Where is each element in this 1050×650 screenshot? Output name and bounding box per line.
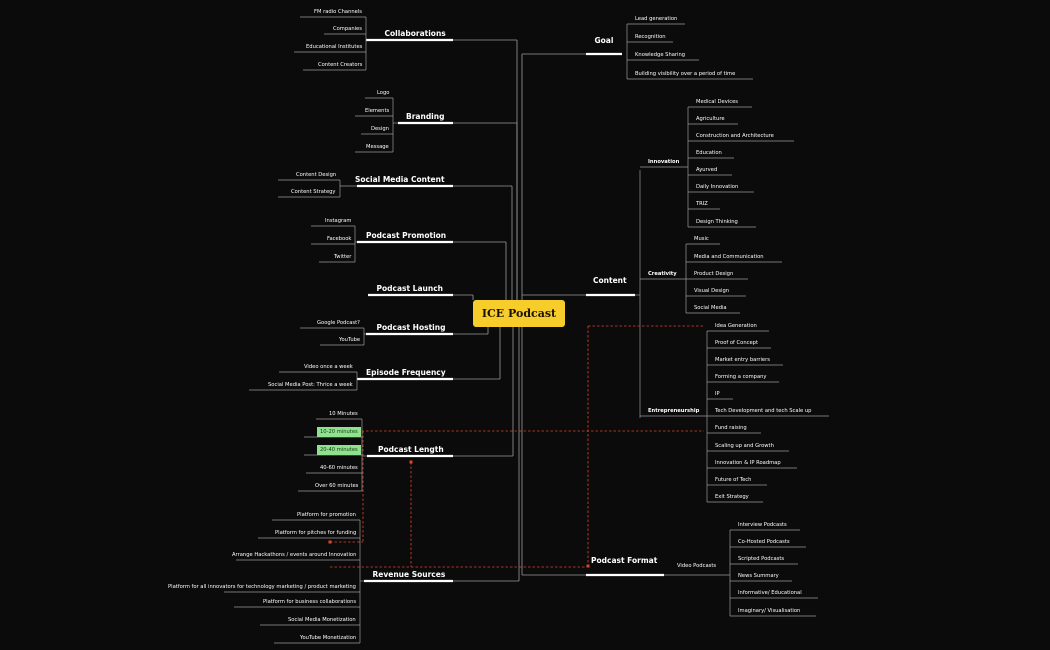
sub-branch-creativity[interactable]: Creativity <box>648 271 677 277</box>
child-content-strategy[interactable]: Content Strategy <box>291 189 336 195</box>
child-10-minutes[interactable]: 10 Minutes <box>329 411 358 417</box>
child-future-of-tech[interactable]: Future of Tech <box>715 477 752 483</box>
child-forming-a-company[interactable]: Forming a company <box>715 374 767 380</box>
child-knowledge-sharing[interactable]: Knowledge Sharing <box>635 52 686 58</box>
child-arrange-hackathons-events-around-innovation[interactable]: Arrange Hackathons / events around Innov… <box>232 552 357 558</box>
child-ip[interactable]: IP <box>715 391 720 397</box>
child-companies[interactable]: Companies <box>333 26 362 32</box>
child-proof-of-concept[interactable]: Proof of Concept <box>715 340 758 346</box>
child-news-summary[interactable]: News Summary <box>738 573 779 579</box>
central-topic-ice-podcast[interactable]: ICE Podcast <box>473 300 565 327</box>
child-20-40-minutes-text: 20-40 minutes <box>317 445 361 455</box>
child-platform-for-promotion[interactable]: Platform for promotion <box>297 512 356 518</box>
branch-podcast-hosting[interactable]: Podcast Hosting <box>376 323 446 332</box>
sub-branch-innovation[interactable]: Innovation <box>648 159 680 165</box>
child-educational-institutes[interactable]: Educational Institutes <box>306 44 363 50</box>
sub-branch-entrepreneurship[interactable]: Entrepreneurship <box>648 408 700 414</box>
cross-link-anchor <box>586 564 590 568</box>
branch-episode-frequency[interactable]: Episode Frequency <box>366 368 446 377</box>
child-instagram[interactable]: Instagram <box>325 218 352 224</box>
child-google-podcast[interactable]: Google Podcast? <box>317 320 360 326</box>
child-fund-raising[interactable]: Fund raising <box>715 425 747 431</box>
branch-podcast-launch[interactable]: Podcast Launch <box>376 284 444 293</box>
child-agriculture[interactable]: Agriculture <box>696 116 725 122</box>
child-music[interactable]: Music <box>694 236 709 242</box>
child-co-hosted-podcasts[interactable]: Co-Hosted Podcasts <box>738 539 790 545</box>
child-20-40-minutes[interactable]: 20-40 minutes <box>317 445 361 455</box>
child-tech-development-and-tech-scale-up[interactable]: Tech Development and tech Scale up <box>715 408 812 414</box>
branch-collaborations[interactable]: Collaborations <box>384 29 446 38</box>
child-10-20-minutes-text: 10-20 minutes <box>317 427 361 437</box>
child-product-design[interactable]: Product Design <box>694 271 734 277</box>
child-twitter[interactable]: Twitter <box>334 254 352 260</box>
child-education[interactable]: Education <box>696 150 722 156</box>
branch-goal[interactable]: Goal <box>594 36 614 45</box>
cross-link-anchor <box>328 540 332 544</box>
child-social-media-post-thrice-a-week[interactable]: Social Media Post: Thrice a week <box>268 382 353 388</box>
branch-branding[interactable]: Branding <box>406 112 445 121</box>
child-construction-and-architecture[interactable]: Construction and Architecture <box>696 133 774 139</box>
child-triz[interactable]: TRIZ <box>696 201 708 207</box>
child-facebook[interactable]: Facebook <box>327 236 352 242</box>
child-platform-for-business-collaborations[interactable]: Platform for business collaborations <box>263 599 357 605</box>
child-message[interactable]: Message <box>366 144 389 150</box>
child-building-visibility-over-a-period-of-time[interactable]: Building visibility over a period of tim… <box>635 71 736 77</box>
child-visual-design[interactable]: Visual Design <box>694 288 730 294</box>
child-media-and-communication[interactable]: Media and Communication <box>694 254 764 260</box>
child-content-creators[interactable]: Content Creators <box>318 62 363 68</box>
child-exit-strategy[interactable]: Exit Strategy <box>715 494 749 500</box>
child-platform-for-all-innovators-for-technology-marketing-product-marketing[interactable]: Platform for all innovators for technolo… <box>168 584 356 590</box>
child-logo[interactable]: Logo <box>377 90 390 96</box>
child-design[interactable]: Design <box>371 126 389 132</box>
branch-revenue-sources[interactable]: Revenue Sources <box>372 570 446 579</box>
child-design-thinking[interactable]: Design Thinking <box>696 219 738 225</box>
sub-branch-video-podcasts[interactable]: Video Podcasts <box>677 563 717 569</box>
child-fm-radio-channels[interactable]: FM radio Channels <box>314 9 362 15</box>
child-youtube[interactable]: YouTube <box>339 337 361 343</box>
child-10-20-minutes[interactable]: 10-20 minutes <box>317 427 361 437</box>
child-youtube-monetization[interactable]: YouTube Monetization <box>300 635 357 641</box>
child-scaling-up-and-growth[interactable]: Scaling up and Growth <box>715 443 774 449</box>
child-elements[interactable]: Elements <box>365 108 390 114</box>
child-market-entry-barriers[interactable]: Market entry barriers <box>715 357 770 363</box>
child-video-once-a-week[interactable]: Video once a week <box>304 364 353 370</box>
child-interview-podcasts[interactable]: Interview Podcasts <box>738 522 787 528</box>
child-recognition[interactable]: Recognition <box>635 34 666 40</box>
branch-podcast-format[interactable]: Podcast Format <box>591 556 658 565</box>
child-scripted-podcasts[interactable]: Scripted Podcasts <box>738 556 785 562</box>
child-daily-innovation[interactable]: Daily Innovation <box>696 184 739 190</box>
child-content-design[interactable]: Content Design <box>296 172 337 178</box>
child-platform-for-pitches-for-funding[interactable]: Platform for pitches for funding <box>275 530 357 536</box>
child-informative-educational[interactable]: Informative/ Educational <box>738 590 802 596</box>
child-social-media-monetization[interactable]: Social Media Monetization <box>288 617 356 623</box>
child-40-60-minutes[interactable]: 40-60 minutes <box>320 465 358 471</box>
child-lead-generation[interactable]: Lead generation <box>635 16 678 22</box>
child-medical-devices[interactable]: Medical Devices <box>696 99 738 105</box>
child-over-60-minutes[interactable]: Over 60 minutes <box>315 483 359 489</box>
child-idea-generation[interactable]: Idea Generation <box>715 323 757 329</box>
branch-content[interactable]: Content <box>593 276 627 285</box>
child-imaginary-visualisation[interactable]: Imaginary/ Visualisation <box>738 608 801 614</box>
child-innovation-ip-roadmap[interactable]: Innovation & IP Roadmap <box>715 460 781 466</box>
branch-social-media-content[interactable]: Social Media Content <box>355 175 445 184</box>
branch-podcast-promotion[interactable]: Podcast Promotion <box>366 231 447 240</box>
child-ayurved[interactable]: Ayurved <box>696 167 718 173</box>
child-social-media[interactable]: Social Media <box>694 305 727 311</box>
branch-podcast-length[interactable]: Podcast Length <box>378 445 444 454</box>
cross-link-anchor <box>409 460 413 464</box>
